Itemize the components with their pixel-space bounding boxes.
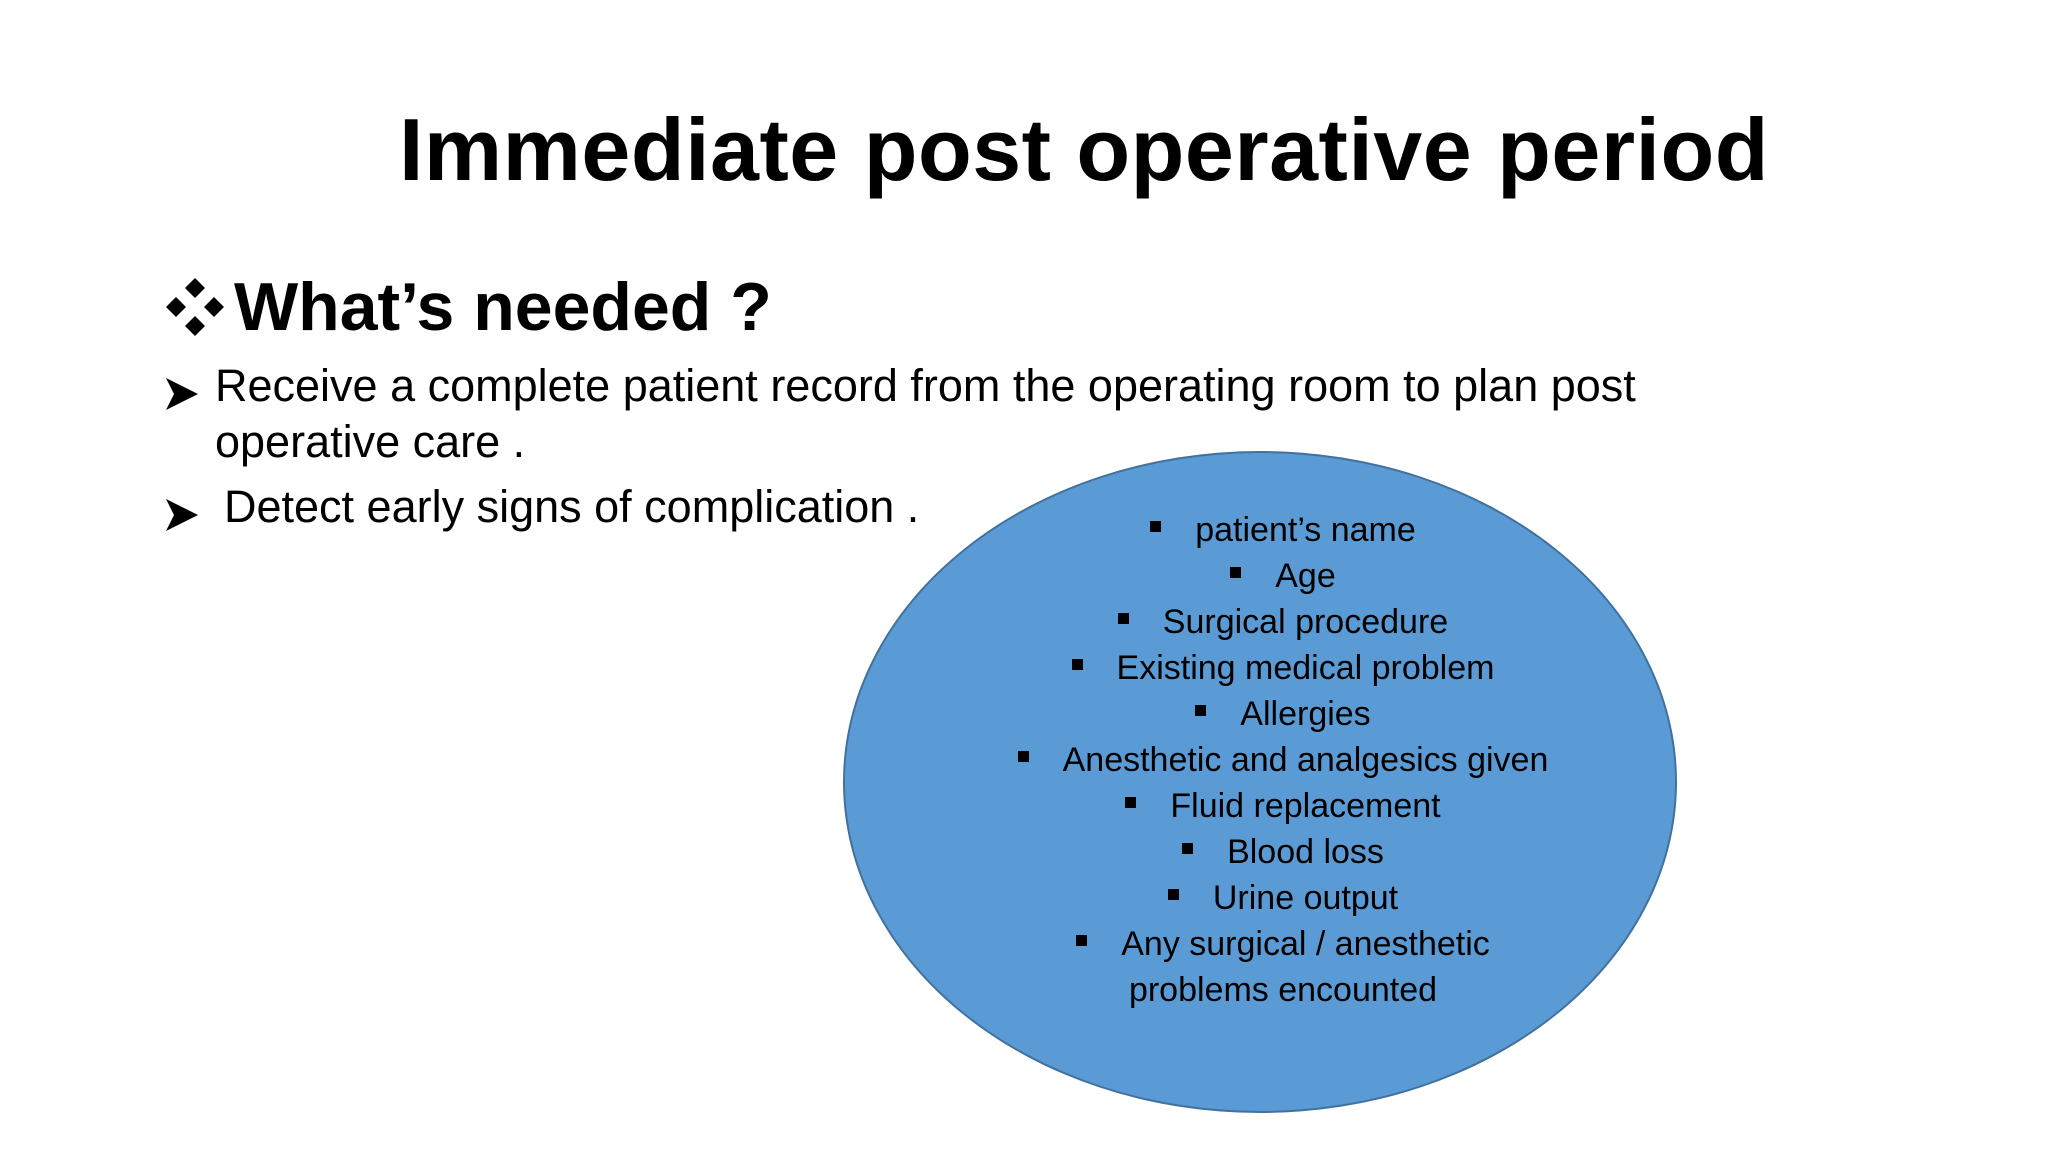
list-item-text: Allergies (1240, 695, 1371, 733)
square-bullet-icon (1150, 520, 1162, 532)
list-item-text: Blood loss (1227, 833, 1384, 871)
list-item: Urine output (843, 875, 1723, 921)
subheading: What’s needed ? (164, 262, 772, 352)
info-ellipse (843, 451, 1677, 1113)
list-item-text: Anesthetic and analgesics given (1062, 741, 1549, 779)
list-item-text: Any surgical / anesthetic (1121, 925, 1490, 963)
slide-title: Immediate post operative period (398, 100, 1770, 199)
arrowhead-icon (164, 376, 200, 412)
list-item: Anesthetic and analgesics given (843, 737, 1723, 783)
list-item-text: Fluid replacement (1170, 787, 1441, 825)
list-item-text: Existing medical problem (1116, 649, 1495, 687)
square-bullet-icon (1182, 842, 1194, 854)
list-item: Allergies (843, 691, 1723, 737)
square-bullet-icon (1230, 566, 1242, 578)
list-item: Fluid replacement (843, 783, 1723, 829)
list-item: Blood loss (843, 829, 1723, 875)
bullet-item: Receive a complete patient record from t… (164, 358, 1744, 470)
bullet-item: Detect early signs of complication . (164, 479, 919, 535)
bullet-text: Receive a complete patient record from t… (215, 360, 1636, 467)
ellipse-list: patient’s name Age Surgical procedure Ex… (843, 507, 1723, 1013)
arrowhead-icon (164, 497, 200, 533)
list-item: Age (843, 553, 1723, 599)
square-bullet-icon (1195, 704, 1207, 716)
list-item-text: Age (1275, 557, 1336, 595)
list-item: Existing medical problem (843, 645, 1723, 691)
square-bullet-icon (1076, 934, 1088, 946)
square-bullet-icon (1017, 750, 1029, 762)
list-item-text: patient’s name (1195, 511, 1416, 549)
square-bullet-icon (1117, 612, 1129, 624)
list-item-text: Urine output (1212, 879, 1399, 917)
bullet-text: Detect early signs of complication . (224, 481, 920, 532)
list-item-text: problems encounted (1128, 971, 1438, 1009)
square-bullet-icon (1125, 796, 1137, 808)
list-item-continuation: problems encounted (843, 967, 1723, 1013)
subheading-text: What’s needed ? (234, 269, 772, 345)
square-bullet-icon (1167, 888, 1179, 900)
list-item: patient’s name (843, 507, 1723, 553)
list-item: Surgical procedure (843, 599, 1723, 645)
list-item: Any surgical / anesthetic (843, 921, 1723, 967)
four-diamonds-icon (164, 276, 226, 338)
list-item-text: Surgical procedure (1162, 603, 1449, 641)
square-bullet-icon (1071, 658, 1083, 670)
